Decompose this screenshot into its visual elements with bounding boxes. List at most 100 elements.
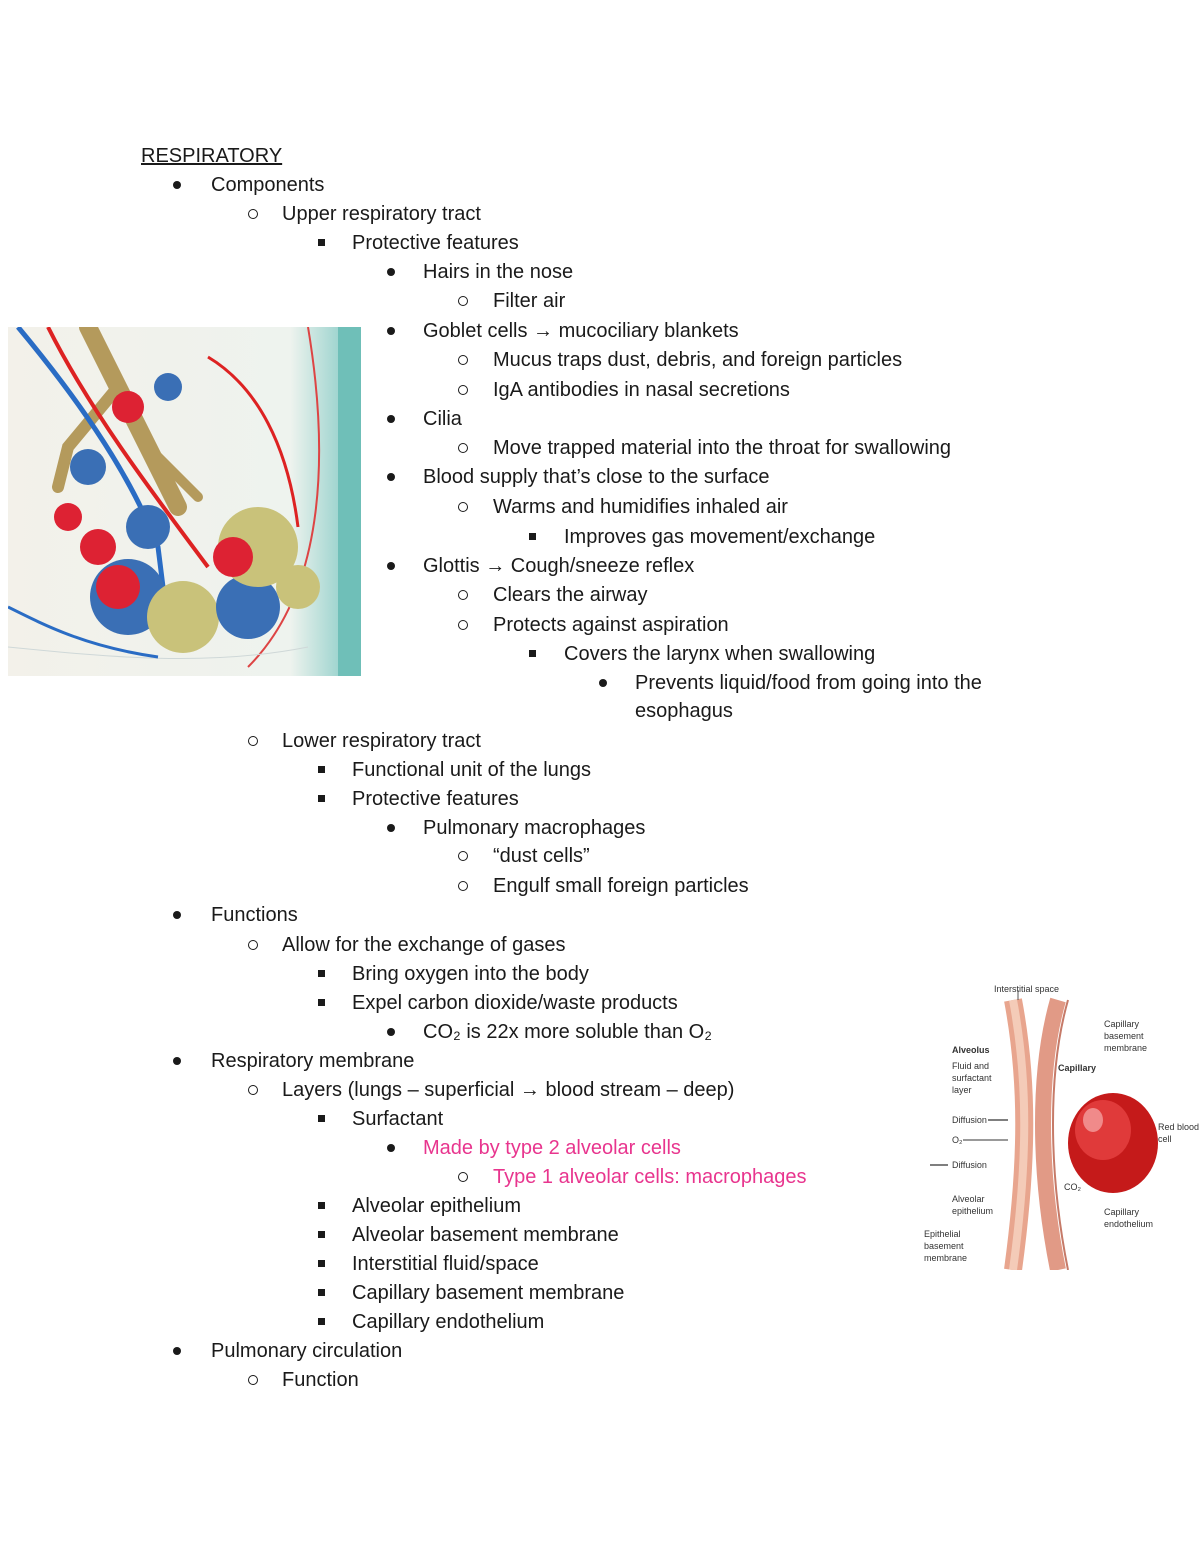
bullet-marker — [529, 533, 536, 540]
bullet-marker — [318, 1231, 325, 1238]
label-epithelial-bm-2: basement — [924, 1241, 964, 1251]
label-co2: CO₂ — [1064, 1182, 1082, 1192]
bullet-marker — [318, 1260, 325, 1267]
bullet-marker — [387, 562, 395, 570]
bullet-marker — [387, 327, 395, 335]
label-epithelial-bm-1: Epithelial — [924, 1229, 961, 1239]
outline-item: Components — [211, 174, 325, 196]
outline-item: Hairs in the nose — [423, 261, 574, 283]
outline-item: esophagus — [635, 700, 733, 722]
label-fluid-1: Fluid and — [952, 1061, 989, 1071]
label-capillary: Capillary — [1058, 1063, 1096, 1073]
outline-item: Protective features — [352, 232, 519, 254]
label-o2: O₂ — [952, 1135, 963, 1145]
outline-item: Function — [282, 1369, 359, 1391]
outline-item: Engulf small foreign particles — [493, 875, 749, 897]
outline-item: Protective features — [352, 788, 519, 810]
bullet-marker — [173, 911, 181, 919]
outline-item: Upper respiratory tract — [282, 203, 481, 225]
bullet-marker — [173, 181, 181, 189]
outline-item: Filter air — [493, 290, 566, 312]
outline-item: IgA antibodies in nasal secretions — [493, 379, 790, 401]
bullet-marker — [248, 736, 258, 746]
bullet-marker — [458, 296, 468, 306]
outline-item: Improves gas movement/exchange — [564, 526, 876, 548]
bullet-marker — [458, 851, 468, 861]
outline-item: Glottis → Cough/sneeze reflex — [423, 555, 695, 577]
bullet-marker — [599, 679, 607, 687]
outline-item: Layers (lungs – superficial → blood stre… — [282, 1079, 735, 1101]
bullet-marker — [318, 766, 325, 773]
outline-item: “dust cells” — [493, 845, 590, 867]
label-capillary-bm-3: membrane — [1104, 1043, 1147, 1053]
bullet-marker — [248, 209, 258, 219]
outline-item: Respiratory membrane — [211, 1050, 415, 1072]
label-fluid-2: surfactant — [952, 1073, 992, 1083]
label-alveolar-epithelium-2: epithelium — [952, 1206, 993, 1216]
outline-item: Lower respiratory tract — [282, 730, 481, 752]
outline-item: CO₂ is 22x more soluble than O₂ — [423, 1021, 712, 1043]
label-alveolar-epithelium-1: Alveolar — [952, 1194, 985, 1204]
label-capillary-bm-2: basement — [1104, 1031, 1144, 1041]
outline-item: Type 1 alveolar cells: macrophages — [493, 1166, 807, 1188]
page-title: RESPIRATORY — [141, 145, 283, 167]
outline-item: Covers the larynx when swallowing — [564, 643, 876, 665]
bullet-marker — [458, 502, 468, 512]
label-diffusion-in: Diffusion — [952, 1115, 987, 1125]
bullet-marker — [248, 1375, 258, 1385]
outline-item: Goblet cells → mucociliary blankets — [423, 320, 739, 342]
bullet-marker — [173, 1347, 181, 1355]
label-interstitial: Interstitial space — [994, 984, 1059, 994]
label-diffusion-out: Diffusion — [952, 1160, 987, 1170]
outline-item: Move trapped material into the throat fo… — [493, 437, 952, 459]
bullet-marker — [529, 650, 536, 657]
outline-item: Clears the airway — [493, 584, 648, 606]
outline-item: Blood supply that’s close to the surface — [423, 466, 770, 488]
respiratory-membrane-illustration: Interstitial space Alveolus Fluid and su… — [924, 984, 1199, 1270]
bullet-marker — [458, 590, 468, 600]
bullet-marker — [318, 239, 325, 246]
bullet-marker — [318, 1115, 325, 1122]
lung-alveoli-illustration — [8, 327, 361, 676]
outline-item: Surfactant — [352, 1108, 444, 1130]
outline-item: Bring oxygen into the body — [352, 963, 589, 985]
bullet-marker — [458, 355, 468, 365]
bullet-marker — [387, 415, 395, 423]
bullet-marker — [387, 824, 395, 832]
outline-item: Alveolar epithelium — [352, 1195, 521, 1217]
bullet-marker — [318, 970, 325, 977]
bullet-marker — [387, 268, 395, 276]
outline-item: Interstitial fluid/space — [352, 1253, 539, 1275]
bullet-marker — [318, 999, 325, 1006]
bullet-marker — [318, 1202, 325, 1209]
outline-item: Alveolar basement membrane — [352, 1224, 619, 1246]
outline-item: Made by type 2 alveolar cells — [423, 1137, 681, 1159]
label-capillary-bm-1: Capillary — [1104, 1019, 1140, 1029]
outline-item: Warms and humidifies inhaled air — [493, 496, 788, 518]
outline-item: Functions — [211, 904, 298, 926]
outline-item: Prevents liquid/food from going into the — [635, 672, 982, 694]
outline-item: Capillary endothelium — [352, 1311, 545, 1333]
label-capillary-endo-2: endothelium — [1104, 1219, 1153, 1229]
outline-item: Cilia — [423, 408, 462, 430]
label-fluid-3: layer — [952, 1085, 972, 1095]
bullet-marker — [248, 1085, 258, 1095]
bullet-marker — [248, 940, 258, 950]
bullet-marker — [458, 620, 468, 630]
label-rbc-2: cell — [1158, 1134, 1172, 1144]
outline-item: Allow for the exchange of gases — [282, 934, 566, 956]
outline-item: Capillary basement membrane — [352, 1282, 625, 1304]
bullet-marker — [387, 473, 395, 481]
bullet-marker — [173, 1057, 181, 1065]
label-alveolus: Alveolus — [952, 1045, 990, 1055]
label-rbc-1: Red blood — [1158, 1122, 1199, 1132]
outline-item: Expel carbon dioxide/waste products — [352, 992, 678, 1014]
label-capillary-endo-1: Capillary — [1104, 1207, 1140, 1217]
bullet-marker — [458, 443, 468, 453]
bullet-marker — [318, 795, 325, 802]
bullet-marker — [458, 385, 468, 395]
bullet-marker — [458, 881, 468, 891]
bullet-marker — [458, 1172, 468, 1182]
outline-item: Protects against aspiration — [493, 614, 729, 636]
outline-item: Pulmonary macrophages — [423, 817, 646, 839]
